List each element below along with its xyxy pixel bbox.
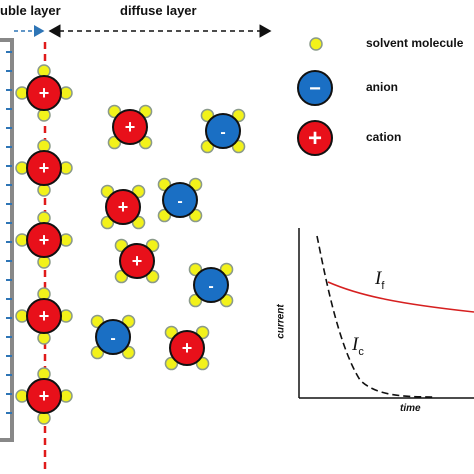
cation-ion [112,109,148,145]
anion-ion [205,113,241,149]
ion-cluster-group: + + + + + + - + - + - - + [15,64,246,425]
legend-cation-label: cation [366,130,402,144]
anion-solvated-ion: - [90,314,136,360]
curve-c-letter: I [352,334,359,355]
electrode-charge-ticks [6,51,12,414]
legend-solvent-icon [309,37,323,51]
cation-ion [26,75,62,111]
cation-charge-symbol: + [125,117,136,137]
anion-solvated-ion: - [157,177,203,223]
cation-solvated-ion: + [164,325,210,371]
cation-charge-symbol: + [132,251,143,271]
anion-ion [162,182,198,218]
anion-solvated-ion: - [188,262,234,308]
legend-solvent-label: solvent molecule [366,36,464,50]
cation-solvated-ion: + [114,238,160,284]
cation-ion [26,298,62,334]
anion-charge-symbol: - [110,330,115,347]
cation-charge-symbol: + [182,338,193,358]
legend-anion-label: anion [366,80,398,94]
curve-c-subscript: c [358,345,364,358]
cation-charge-symbol: + [39,158,50,178]
cation-charge-symbol: + [39,230,50,250]
curve-f-subscript: f [381,279,385,292]
faradaic-current-curve [327,281,474,313]
electrode [0,38,14,442]
anion-charge-symbol: - [177,193,182,210]
anion-ion [95,319,131,355]
cation-solvated-ion: + [15,211,73,269]
legend-anion-symbol: − [309,78,321,100]
plot-y-label: current [275,304,287,339]
cation-charge-symbol: + [39,306,50,326]
anion-solvated-ion: - [200,108,246,154]
anion-charge-symbol: - [208,278,213,295]
cation-solvated-ion: + [15,367,73,425]
cation-solvated-ion: + [15,64,73,122]
cation-ion [26,222,62,258]
cation-solvated-ion: + [107,104,153,150]
anion-ion [193,267,229,303]
cation-ion [105,189,141,225]
cation-charge-symbol: + [39,83,50,103]
cation-ion [169,330,205,366]
cation-solvated-ion: + [15,287,73,345]
legend-cation-icon [297,120,333,156]
cation-solvated-ion: + [15,139,73,197]
cation-charge-symbol: + [118,197,129,217]
anion-charge-symbol: - [220,124,225,141]
cation-ion [26,378,62,414]
cation-solvated-ion: + [100,184,146,230]
curve-f-letter: I [375,268,382,289]
curve-c-label: Ic [352,334,364,358]
diffuse-layer-label: diffuse layer [120,3,197,18]
legend-cation-symbol: + [308,125,322,152]
capacitive-current-curve [316,235,436,398]
cation-ion [119,243,155,279]
cation-charge-symbol: + [39,386,50,406]
plot-x-label: time [400,403,421,414]
cation-ion [26,150,62,186]
legend-anion-icon [297,70,333,106]
curve-f-label: If [375,268,384,292]
double-layer-label: uble layer [0,3,61,18]
